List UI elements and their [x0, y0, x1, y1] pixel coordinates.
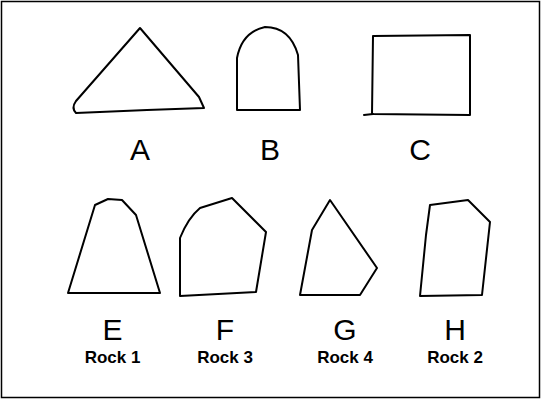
- rock-label: Rock 1: [85, 349, 141, 367]
- rock-label: Rock 2: [427, 349, 483, 367]
- rock-shape: G Rock 4: [290, 190, 400, 366]
- outline-stroke: [237, 27, 300, 110]
- shape-outline: [55, 190, 170, 300]
- outline-stroke: [364, 114, 373, 115]
- outline-stroke: [420, 200, 490, 296]
- rock-shape: E Rock 1: [55, 190, 170, 366]
- shape-letter: E: [102, 314, 122, 346]
- outline-stroke: [68, 199, 160, 293]
- shape-letter: C: [409, 134, 431, 166]
- shape-letter: B: [260, 134, 280, 166]
- rock-shape: B: [225, 20, 315, 166]
- outline-stroke: [372, 35, 470, 115]
- shape-letter: G: [333, 314, 356, 346]
- rock-shape: F Rock 3: [170, 190, 280, 366]
- shape-letter: F: [216, 314, 234, 346]
- shape-outline: [410, 190, 500, 300]
- shape-outline: [360, 20, 480, 120]
- rock-shape: C: [360, 20, 480, 166]
- outline-stroke: [74, 28, 205, 113]
- rock-label: Rock 3: [197, 349, 253, 367]
- shape-outline: [60, 20, 220, 120]
- outline-stroke: [180, 198, 266, 296]
- rock-shape: A: [60, 20, 220, 166]
- outline-stroke: [300, 200, 377, 295]
- shape-outline: [290, 190, 400, 300]
- rock-label: Rock 4: [317, 349, 373, 367]
- shape-letter: A: [130, 134, 150, 166]
- shape-letter: H: [444, 314, 466, 346]
- rock-shape: H Rock 2: [410, 190, 500, 366]
- shape-outline: [225, 20, 315, 120]
- shape-outline: [170, 190, 280, 300]
